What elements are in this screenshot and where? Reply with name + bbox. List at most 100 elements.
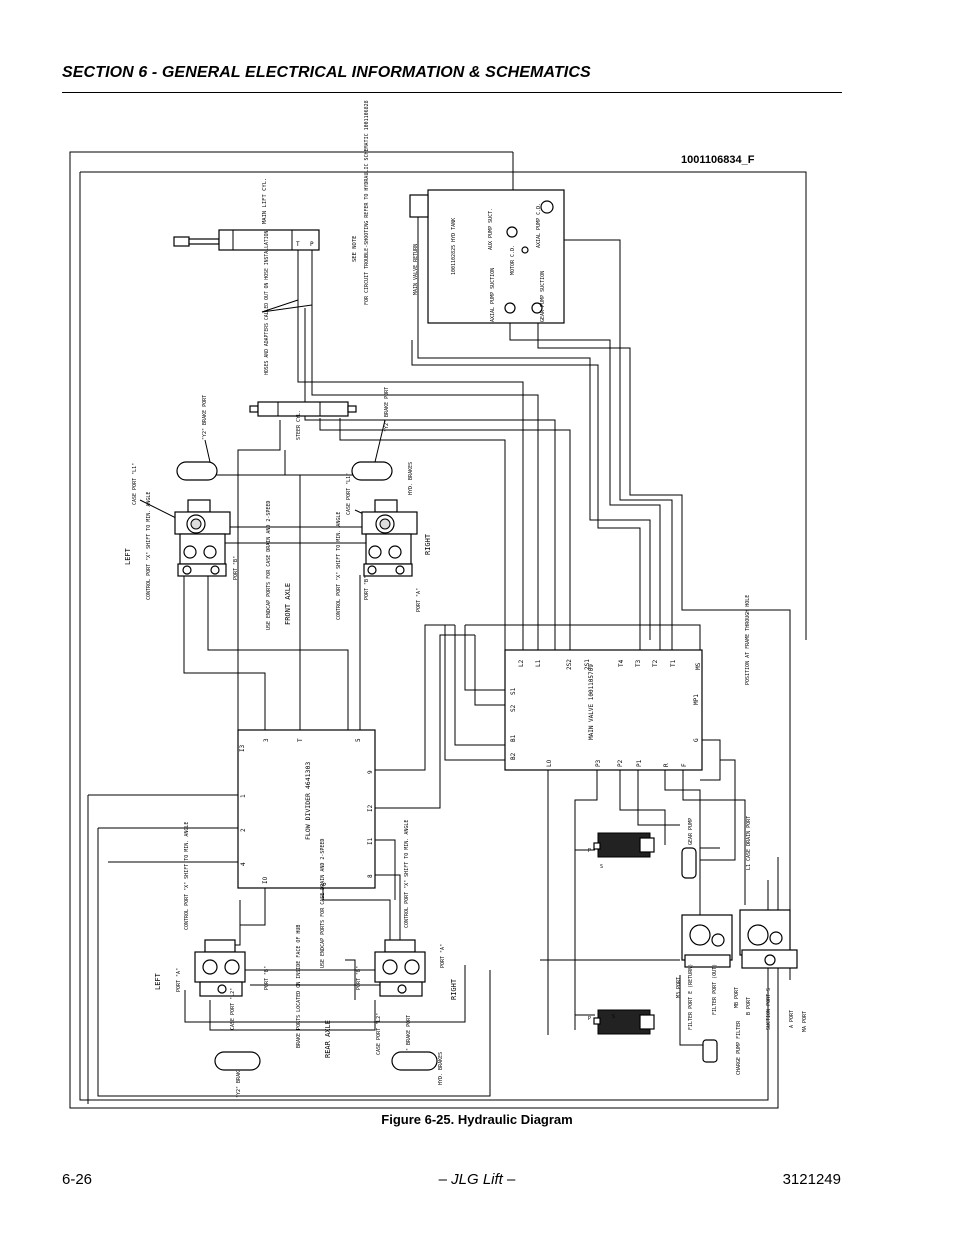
mv-port-2s1: 2S1	[584, 659, 591, 670]
rear-left-drive-motor	[194, 939, 246, 997]
hoses-adapters-label: HOSES AND ADAPTERS CALLED OUT ON HOSE IN…	[264, 230, 270, 375]
section-title: SECTION 6 - GENERAL ELECTRICAL INFORMATI…	[62, 64, 591, 81]
front-right-drive-motor	[361, 499, 418, 577]
mv-port-f: F	[681, 763, 688, 767]
port-t-label: T	[296, 241, 300, 248]
front-axle-label: FRONT AXLE	[284, 583, 292, 625]
y2-brake-port-right-label: "Y2" BRAKE PORT	[384, 387, 390, 432]
bottom-pump-motor: P S	[588, 1009, 655, 1035]
fd-port-1: 1	[240, 794, 247, 798]
flow-divider-label: FLOW DIVIDER 4641303	[304, 762, 312, 840]
case-port-l2-rear-right-label: CASE PORT "L2"	[376, 1013, 382, 1055]
mv-port-2s2: 2S2	[566, 659, 573, 670]
rear-axle-labels: CONTROL PORT "X" SHIFT TO MIN. ANGLE CON…	[154, 820, 458, 1098]
hyd-tank-label: 1001102825 HYD TANK	[451, 218, 457, 275]
mv-port-lo: LO	[546, 759, 553, 767]
filter-port-e-label: FILTER PORT E (RETURN)	[688, 964, 694, 1030]
use-endcap-rear-label: USE ENDCAP PORTS FOR CASE DRAIN AND 2-SP…	[320, 839, 326, 968]
charge-pump-filter: CHARGE PUMP FILTER	[679, 975, 742, 1075]
mv-port-p3: P3	[595, 759, 602, 767]
fd-port-3: 3	[263, 738, 270, 742]
axial-pump-left	[681, 914, 733, 968]
port-a-rear-left-label: PORT "A"	[176, 968, 182, 992]
figure-caption: Figure 6-25. Hydraulic Diagram	[381, 1112, 573, 1127]
page-header: SECTION 6 - GENERAL ELECTRICAL INFORMATI…	[62, 64, 842, 93]
steer-cylinder: STEER CYL.	[249, 401, 357, 440]
fd-port-i3: I3	[239, 744, 246, 752]
front-brakes: "Y2" BRAKE PORT "Y2" BRAKE PORT HYD. BRA…	[132, 387, 414, 526]
y2-brake-port-rear-right-label: "Y2" BRAKE PORT	[406, 1015, 412, 1060]
main-valve-label: MAIN VALVE 1001105709	[588, 664, 595, 740]
port-a-front-right-label: PORT "A"	[416, 588, 422, 612]
use-endcap-front-label: USE ENDCAP PORTS FOR CASE DRAIN AND 2-SP…	[266, 501, 272, 630]
y2-brake-port-left-label: "Y2" BRAKE PORT	[202, 395, 208, 440]
steer-cyl-label: STEER CYL.	[296, 410, 302, 440]
main-lift-cylinder: T P MAIN LIFT CYL.	[173, 178, 320, 251]
rear-brakes	[214, 1051, 438, 1071]
front-left-drive-motor	[174, 499, 231, 577]
mv-port-b2: B2	[510, 752, 517, 760]
main-valve-return-label: MAIN VALVE RETURN	[413, 244, 419, 295]
front-axle-labels: LEFT RIGHT CONTROL PORT "X" SHIFT TO MIN…	[124, 492, 751, 685]
case-port-l1-right-label: CASE PORT "L1"	[346, 473, 352, 515]
mv-port-t1: T1	[670, 659, 677, 667]
mv-port-l2: L2	[518, 659, 525, 667]
fd-port-4: 4	[240, 862, 247, 866]
fd-port-i2: I2	[367, 804, 374, 812]
left-front-label: LEFT	[124, 547, 132, 565]
mv-port-t4: T4	[618, 659, 625, 667]
header-rule	[62, 92, 842, 93]
suction-port-s-label: SUCTION PORT S	[766, 988, 772, 1030]
control-port-x-rear-right-label: CONTROL PORT "X" SHIFT TO MIN. ANGLE	[404, 820, 410, 928]
right-front-label: RIGHT	[424, 533, 432, 555]
mv-port-t2: T2	[652, 659, 659, 667]
main-valve: MAIN VALVE 1001105709 L2 L1 2S2 2S1 T4 T…	[504, 649, 703, 771]
hose-routing	[69, 151, 807, 1109]
pump-port-labels: L1 CASE DRAIN PORT M3 PORT FILTER PORT E…	[676, 816, 808, 1032]
fd-port-8: 8	[367, 874, 374, 878]
fd-port-i1: I1	[367, 837, 374, 845]
mb-port-label: MB PORT	[734, 987, 740, 1008]
gear-pump-suction-label: GEAR PUMP SUCTION	[540, 271, 546, 322]
drawing-number: 1001106834_F	[681, 154, 755, 166]
hyd-brakes-front-label: HYD. BRAKES	[408, 462, 414, 495]
axial-pump-cd-label: AXIAL PUMP C.D.	[536, 203, 542, 248]
fd-port-5: 5	[355, 738, 362, 742]
port-p-label: P	[310, 241, 314, 248]
motor-cd-label: MOTOR C.D.	[510, 245, 516, 275]
mv-port-s1: S1	[510, 687, 517, 695]
axial-pump-suction-label: AXIAL PUMP SUCTION	[490, 268, 496, 322]
mv-port-b1: B1	[510, 734, 517, 742]
brake-ports-rear-label: BRAKE PORTS LOCATED ON INSIDE FACE OF HU…	[296, 925, 302, 1048]
mv-port-mp1: MP1	[693, 694, 700, 705]
see-note-label: SEE NOTE	[352, 236, 358, 263]
port-a-rear-right-label: PORT "A"	[440, 944, 446, 968]
mv-port-ms: MS	[695, 662, 702, 670]
port-b-rear-right-label: PORT "B"	[356, 966, 362, 990]
ps-left-bottom: P	[588, 1016, 591, 1022]
fd-port-t: T	[297, 738, 304, 742]
left-rear-label: LEFT	[154, 972, 162, 990]
y2-brake-port-rear-left-label: "Y2" BRAKE PORT	[236, 1053, 242, 1098]
port-b-rear-left-label: PORT "B"	[264, 966, 270, 990]
footer-brand: – JLG Lift –	[438, 1171, 516, 1188]
mv-port-l1: L1	[535, 659, 542, 667]
mv-port-p2: P2	[617, 759, 624, 767]
control-port-x-front-right-label: CONTROL PORT "X" SHIFT TO MIN. ANGLE	[336, 512, 342, 620]
mv-port-g: G	[693, 738, 700, 742]
control-port-x-rear-left-label: CONTROL PORT "X" SHIFT TO MIN. ANGLE	[184, 822, 190, 930]
flow-divider: FLOW DIVIDER 4641303 I3 3 T 5 1 2 4 9 I2…	[237, 729, 376, 889]
fd-port-6: 6	[321, 882, 328, 886]
gear-pump: GEAR PUMP	[681, 818, 697, 879]
port-b-front-right-label: PORT "B"	[364, 576, 370, 600]
control-port-x-front-label: CONTROL PORT "X" SHIFT TO MIN. ANGLE	[146, 492, 152, 600]
diagram-notes: SEE NOTE FOR CIRCUIT TROUBLE-SHOOTING RE…	[261, 100, 370, 375]
filter-port-out-label: FILTER PORT (OUT)	[712, 964, 718, 1015]
mv-port-p1: P1	[636, 759, 643, 767]
footer-doc-number: 3121249	[782, 1171, 841, 1188]
footer-page-number: 6-26	[62, 1171, 93, 1188]
a-port-label: A PORT	[789, 1010, 795, 1028]
main-lift-cyl-label: MAIN LIFT CYL.	[262, 178, 268, 224]
charge-pump-filter-label: CHARGE PUMP FILTER	[736, 1020, 742, 1075]
